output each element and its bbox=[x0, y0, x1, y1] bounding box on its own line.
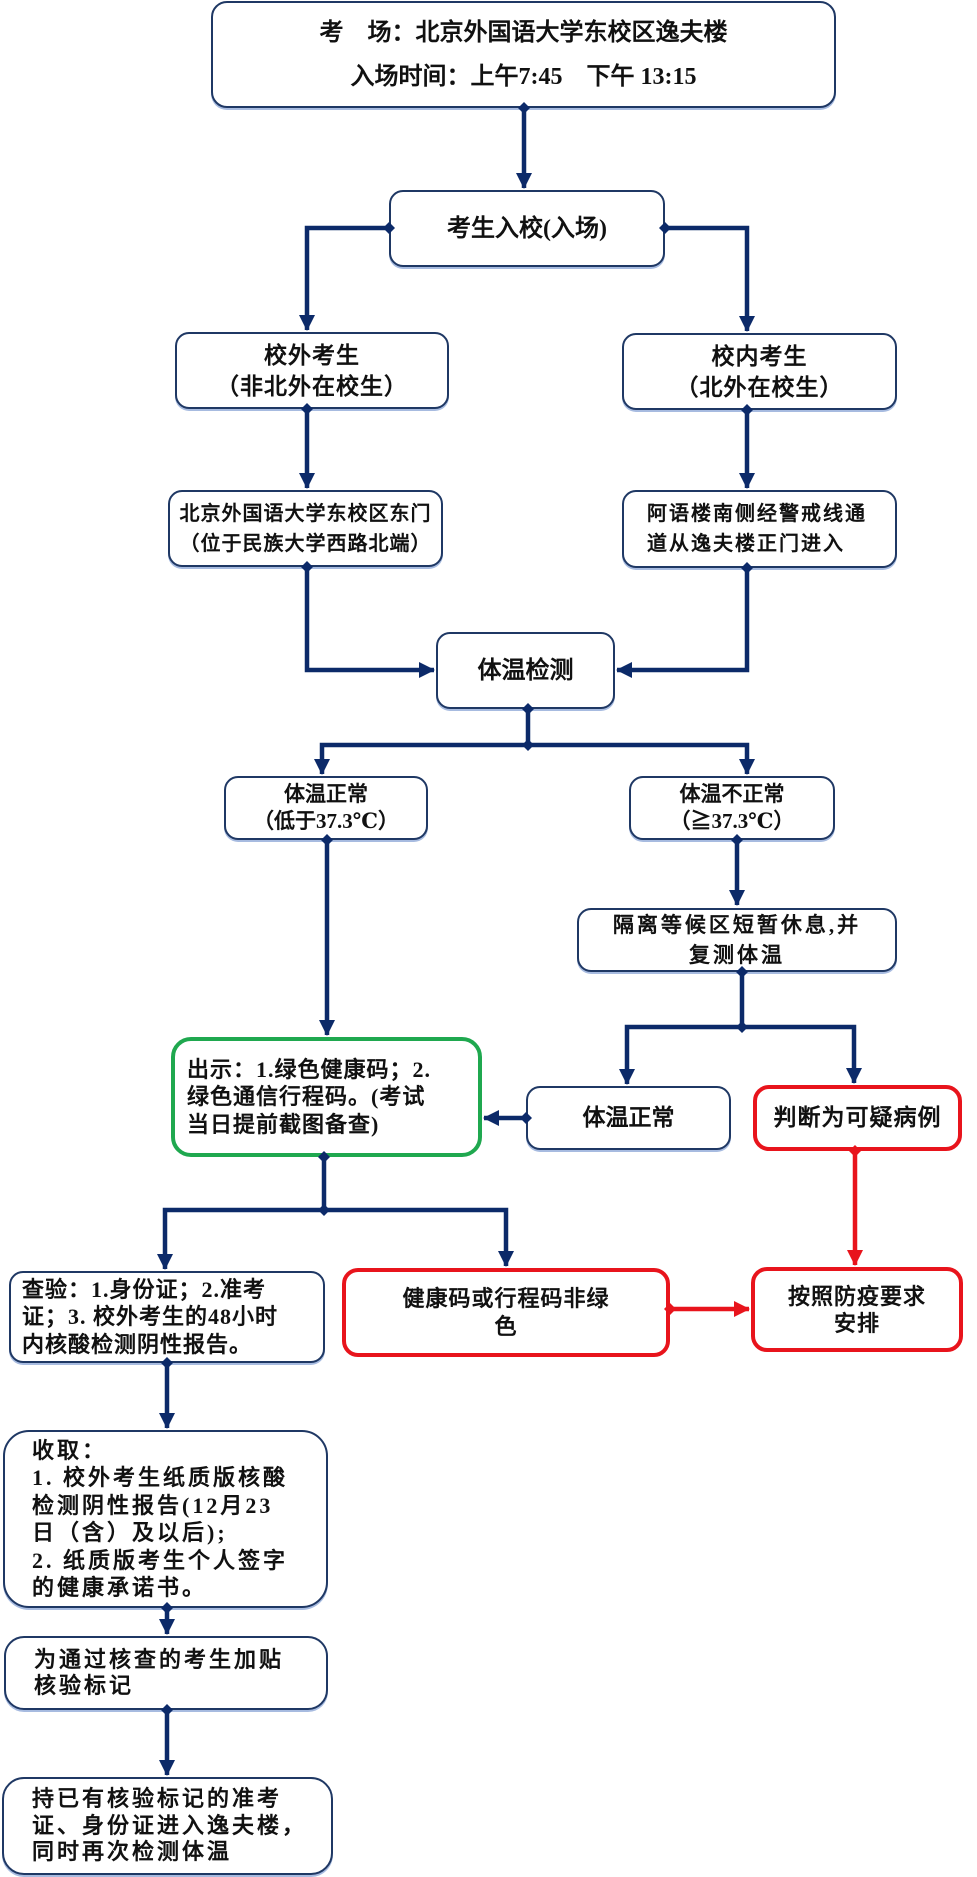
show-codes-line-3: 当日提前截图备查) bbox=[187, 1111, 380, 1137]
verify-line-2: 证；3. 校外考生的48小时 bbox=[22, 1304, 279, 1330]
collect-line-6: 的健康承诺书。 bbox=[32, 1575, 208, 1600]
arabic-building-line-1: 阿语楼南侧经警戒线通 bbox=[647, 503, 867, 525]
east-gate-title: 北京外国语大学东校区东门 bbox=[179, 502, 432, 525]
verify-line-3: 内核酸检测阴性报告。 bbox=[22, 1331, 253, 1357]
epidemic-protocol-line-1: 按照防疫要求 bbox=[787, 1283, 926, 1309]
connector-arabic-building-to-temp-check bbox=[616, 562, 753, 678]
document-check-box: 查验：1.身份证；2.准考 证；3. 校外考生的48小时 内核酸检测阴性报告。 bbox=[9, 1271, 325, 1363]
code-not-green-line-2: 色 bbox=[494, 1313, 518, 1339]
collect-line-5: 2. 纸质版考生个人签字 bbox=[32, 1547, 289, 1573]
junction-diamond-icon bbox=[522, 739, 534, 751]
connector-entry-to-off-campus bbox=[299, 222, 395, 331]
venue-location-text: 考 场：北京外国语大学东校区逸夫楼 bbox=[319, 19, 728, 46]
show-health-codes-box: 出示：1.绿色健康码；2. 绿色通信行程码。(考试 当日提前截图备查) bbox=[171, 1037, 482, 1157]
isolation-line-2: 复测体温 bbox=[689, 943, 785, 967]
junction-diamond-icon bbox=[318, 1204, 330, 1216]
verification-mark-line-2: 核验标记 bbox=[34, 1673, 135, 1698]
connector-east-gate-to-temp-check bbox=[301, 561, 435, 678]
connector-temp-check-to-normal bbox=[314, 742, 528, 775]
entry-box: 考生入校(入场) bbox=[389, 190, 665, 267]
verification-mark-box: 为通过核查的考生加贴 核验标记 bbox=[4, 1636, 328, 1710]
on-campus-candidate-box: 校内考生 （北外在校生） bbox=[622, 333, 897, 410]
off-campus-title: 校外考生 bbox=[264, 342, 360, 368]
enter-building-line-1: 持已有核验标记的准考 bbox=[32, 1786, 283, 1812]
enter-building-line-3: 同时再次检测体温 bbox=[32, 1839, 233, 1865]
temperature-normal-title: 体温正常 bbox=[284, 782, 368, 806]
verification-mark-line-1: 为通过核查的考生加贴 bbox=[34, 1647, 285, 1672]
temperature-normal-threshold: （低于37.3℃） bbox=[253, 809, 399, 833]
arabic-building-route-box: 阿语楼南侧经警戒线通 道从逸夫楼正门进入 bbox=[622, 490, 897, 568]
collect-line-4: 日（含）及以后); bbox=[32, 1520, 228, 1545]
collect-line-3: 检测阴性报告(12月23 bbox=[32, 1492, 274, 1518]
entry-text: 考生入校(入场) bbox=[447, 215, 607, 242]
temperature-abnormal-threshold: （≧37.3℃） bbox=[669, 809, 795, 833]
show-codes-line-2: 绿色通信行程码。(考试 bbox=[187, 1084, 426, 1110]
connector-show-codes-to-code-not-green bbox=[324, 1207, 514, 1267]
collect-line-2: 1. 校外考生纸质版核酸 bbox=[32, 1465, 289, 1490]
on-campus-title: 校内考生 bbox=[711, 343, 808, 369]
verify-line-1: 查验：1.身份证；2.准考 bbox=[22, 1276, 267, 1302]
east-gate-note: （位于民族大学西路北端） bbox=[179, 532, 432, 555]
show-codes-line-1: 出示：1.绿色健康码；2. bbox=[187, 1056, 432, 1082]
temperature-abnormal-box: 体温不正常 （≧37.3℃） bbox=[629, 776, 835, 840]
code-not-green-line-1: 健康码或行程码非绿 bbox=[402, 1285, 610, 1311]
collect-documents-box: 收取： 1. 校外考生纸质版核酸 检测阴性报告(12月23 日（含）及以后); … bbox=[3, 1430, 328, 1608]
epidemic-protocol-line-2: 安排 bbox=[833, 1310, 880, 1336]
junction-diamond-icon bbox=[736, 1021, 748, 1033]
suspected-case-box: 判断为可疑病例 bbox=[753, 1085, 962, 1151]
venue-entry-time-text: 入场时间：上午7:45 下午 13:15 bbox=[350, 63, 697, 90]
suspected-case-text: 判断为可疑病例 bbox=[773, 1105, 942, 1130]
enter-building-box: 持已有核验标记的准考 证、身份证进入逸夫楼， 同时再次检测体温 bbox=[2, 1777, 333, 1875]
connector-isolation-to-suspected bbox=[742, 1024, 862, 1084]
off-campus-candidate-box: 校外考生 （非北外在校生） bbox=[175, 332, 449, 409]
retest-normal-text: 体温正常 bbox=[582, 1105, 675, 1130]
on-campus-note: （北外在校生） bbox=[675, 374, 844, 400]
arabic-building-line-2: 道从逸夫楼正门进入 bbox=[647, 533, 845, 555]
connector-isolation-to-retest-normal bbox=[619, 1024, 742, 1085]
isolation-line-1: 隔离等候区短暂休息,并 bbox=[612, 913, 862, 937]
isolation-retest-box: 隔离等候区短暂休息,并 复测体温 bbox=[577, 908, 897, 972]
connector-temp-check-to-abnormal bbox=[528, 742, 755, 775]
temperature-check-text: 体温检测 bbox=[477, 657, 574, 684]
venue-box: 考 场：北京外国语大学东校区逸夫楼 入场时间：上午7:45 下午 13:15 bbox=[211, 1, 836, 108]
enter-building-line-2: 证、身份证进入逸夫楼， bbox=[32, 1812, 308, 1838]
connector-entry-to-on-campus bbox=[659, 222, 755, 332]
temperature-abnormal-title: 体温不正常 bbox=[679, 782, 785, 806]
collect-line-1: 收取： bbox=[32, 1437, 108, 1463]
east-gate-box: 北京外国语大学东校区东门 （位于民族大学西路北端） bbox=[168, 490, 443, 567]
epidemic-protocol-box: 按照防疫要求 安排 bbox=[751, 1267, 963, 1352]
temperature-check-box: 体温检测 bbox=[436, 632, 615, 709]
connector-show-codes-to-verify bbox=[157, 1207, 324, 1270]
temperature-normal-box: 体温正常 （低于37.3℃） bbox=[224, 776, 428, 840]
off-campus-note: （非北外在校生） bbox=[216, 373, 408, 399]
retest-normal-box: 体温正常 bbox=[526, 1086, 731, 1150]
code-not-green-box: 健康码或行程码非绿 色 bbox=[342, 1268, 670, 1357]
